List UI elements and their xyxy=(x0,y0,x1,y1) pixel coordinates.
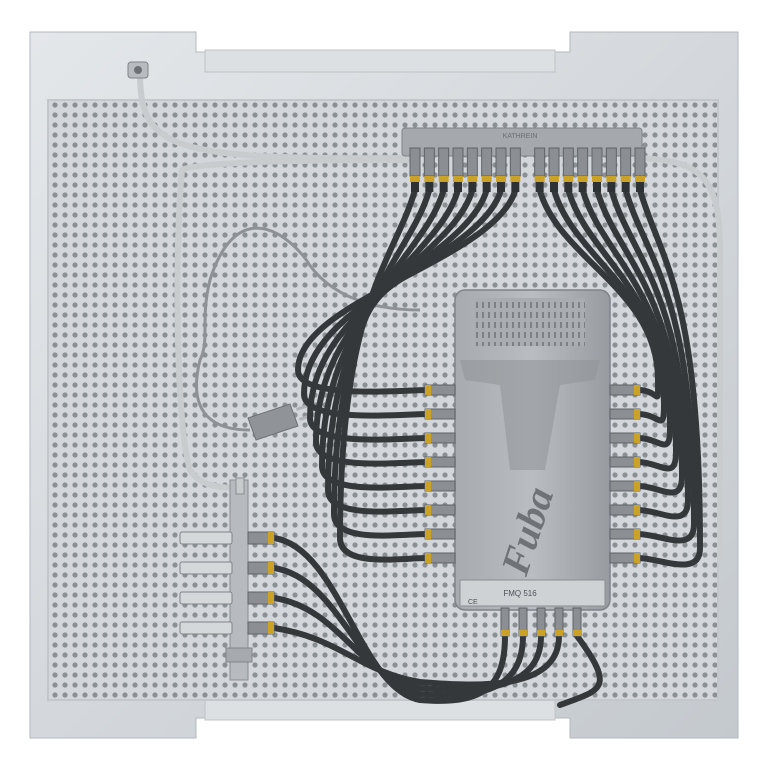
coax-cable-group xyxy=(271,187,704,708)
coax-cable xyxy=(565,187,674,448)
f-connector-icon xyxy=(609,432,641,444)
f-connector-icon xyxy=(620,147,632,192)
splitter-connectors xyxy=(409,147,646,192)
f-connector-icon xyxy=(481,147,493,192)
f-connector-icon xyxy=(609,552,641,564)
f-connector-icon xyxy=(424,432,456,444)
coax-cable xyxy=(271,625,562,688)
f-connector-icon xyxy=(438,147,450,192)
f-connector-icon xyxy=(548,147,560,192)
f-connector-icon xyxy=(179,531,275,545)
coax-cable xyxy=(579,187,680,472)
f-connector-icon xyxy=(634,147,646,192)
f-connector-icon xyxy=(609,456,641,468)
f-connector-icon xyxy=(424,384,456,396)
f-connector-icon xyxy=(179,591,275,605)
earth-clamp-icon xyxy=(127,61,149,79)
f-connector-icon xyxy=(452,147,464,192)
coax-cable xyxy=(312,187,476,467)
f-connector-icon xyxy=(424,480,456,492)
coax-cable xyxy=(635,187,704,568)
coax-cable xyxy=(271,565,526,699)
coax-cable xyxy=(318,187,461,491)
f-connector-icon xyxy=(424,528,456,540)
switch-connectors xyxy=(424,384,641,637)
f-connector-icon xyxy=(424,552,456,564)
f-connector-icon xyxy=(534,147,546,192)
f-connector-icon xyxy=(605,147,617,192)
f-connector-icon xyxy=(424,456,456,468)
f-connector-icon xyxy=(500,607,510,637)
f-connector-icon xyxy=(609,408,641,420)
f-connector-icon xyxy=(536,607,546,637)
f-connector-icon xyxy=(424,504,456,516)
f-connector-icon xyxy=(554,607,564,637)
f-connector-icon xyxy=(591,147,603,192)
f-connector-icon xyxy=(179,621,275,635)
f-connector-icon xyxy=(495,147,507,192)
model-label: FMQ 516 xyxy=(503,589,537,598)
f-connector-icon xyxy=(609,384,641,396)
splitter-brand: KATHREIN xyxy=(503,133,538,140)
coax-cable xyxy=(271,595,544,693)
f-connector-icon xyxy=(577,147,589,192)
f-connector-icon xyxy=(609,480,641,492)
coax-cable xyxy=(336,187,431,563)
ground-block xyxy=(225,477,253,681)
f-connector-icon xyxy=(509,147,521,192)
coax-cable xyxy=(300,187,504,419)
coax-cable xyxy=(594,187,686,496)
f-connector-icon xyxy=(179,561,275,575)
coax-cable xyxy=(608,187,692,520)
f-connector-icon xyxy=(609,528,641,540)
coax-cable xyxy=(294,187,519,395)
f-connector-icon xyxy=(572,607,582,637)
f-connector-icon xyxy=(466,147,478,192)
f-connector-icon xyxy=(562,147,574,192)
ce-mark: CE xyxy=(468,599,478,606)
f-connector-icon xyxy=(609,504,641,516)
f-connector-icon xyxy=(518,607,528,637)
f-connector-icon xyxy=(424,408,456,420)
f-connector-icon xyxy=(423,147,435,192)
coax-cable xyxy=(557,633,603,708)
ground-connectors xyxy=(179,531,275,635)
coax-cable xyxy=(622,187,698,544)
coax-cable xyxy=(330,187,433,539)
f-connector-icon xyxy=(409,147,421,192)
multiswitch: Fuba FMQ 516 CE xyxy=(454,289,611,611)
power-cord xyxy=(195,226,421,432)
